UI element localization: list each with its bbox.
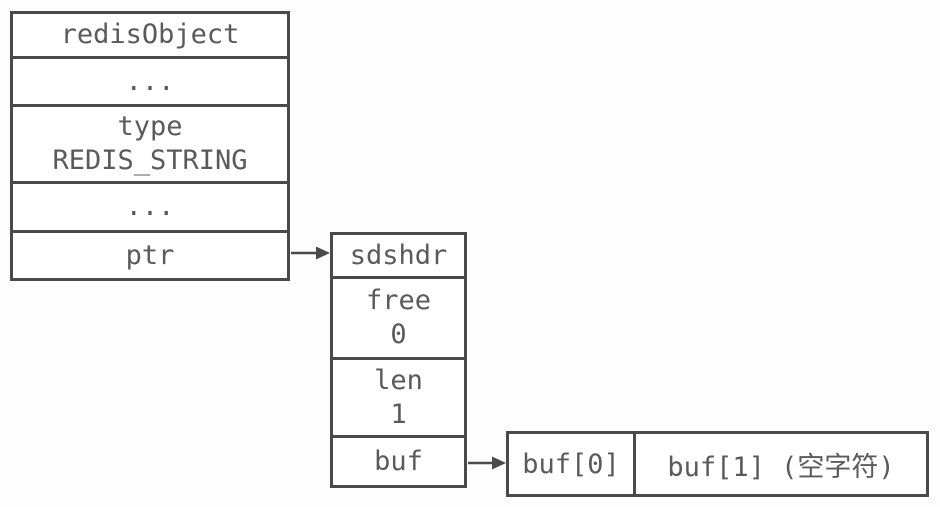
- buf1-cell: buf[1] (空字符): [636, 434, 926, 494]
- type-label: type: [117, 111, 183, 142]
- sdshdr-box: sdshdr free 0 len 1 buf: [330, 232, 467, 488]
- row-ellipsis-top: ...: [13, 59, 287, 107]
- buf0-cell: buf[0]: [509, 434, 636, 494]
- buf1-label: buf[1] (空字符): [667, 451, 895, 483]
- row-buf: buf: [333, 438, 464, 485]
- sdshdr-title-label: sdshdr: [349, 239, 448, 271]
- ptr-label: ptr: [125, 239, 175, 271]
- buf-label: buf: [374, 445, 423, 477]
- row-len: len 1: [333, 360, 464, 438]
- row-redisobject-title: redisObject: [13, 14, 287, 59]
- row-ellipsis-bottom: ...: [13, 184, 287, 233]
- row-free: free 0: [333, 279, 464, 360]
- buf-array-box: buf[0] buf[1] (空字符): [506, 431, 929, 497]
- type-value: REDIS_STRING: [52, 145, 248, 176]
- free-value: 0: [390, 319, 407, 350]
- row-type: type REDIS_STRING: [13, 107, 287, 184]
- buf0-label: buf[0]: [522, 448, 620, 480]
- ptr-to-sdshdr-arrow: [291, 246, 330, 260]
- row-sdshdr-title: sdshdr: [333, 235, 464, 279]
- buf-to-array-arrow: [468, 456, 506, 470]
- redisobject-title-label: redisObject: [60, 19, 240, 50]
- redis-object-box: redisObject ... type REDIS_STRING ... pt…: [10, 11, 290, 281]
- row-ptr: ptr: [13, 233, 287, 278]
- len-label: len: [374, 364, 423, 396]
- ellipsis-top-label: ...: [125, 65, 175, 97]
- free-label: free: [365, 285, 432, 316]
- ellipsis-bottom-label: ...: [125, 191, 175, 222]
- len-value: 1: [390, 398, 407, 430]
